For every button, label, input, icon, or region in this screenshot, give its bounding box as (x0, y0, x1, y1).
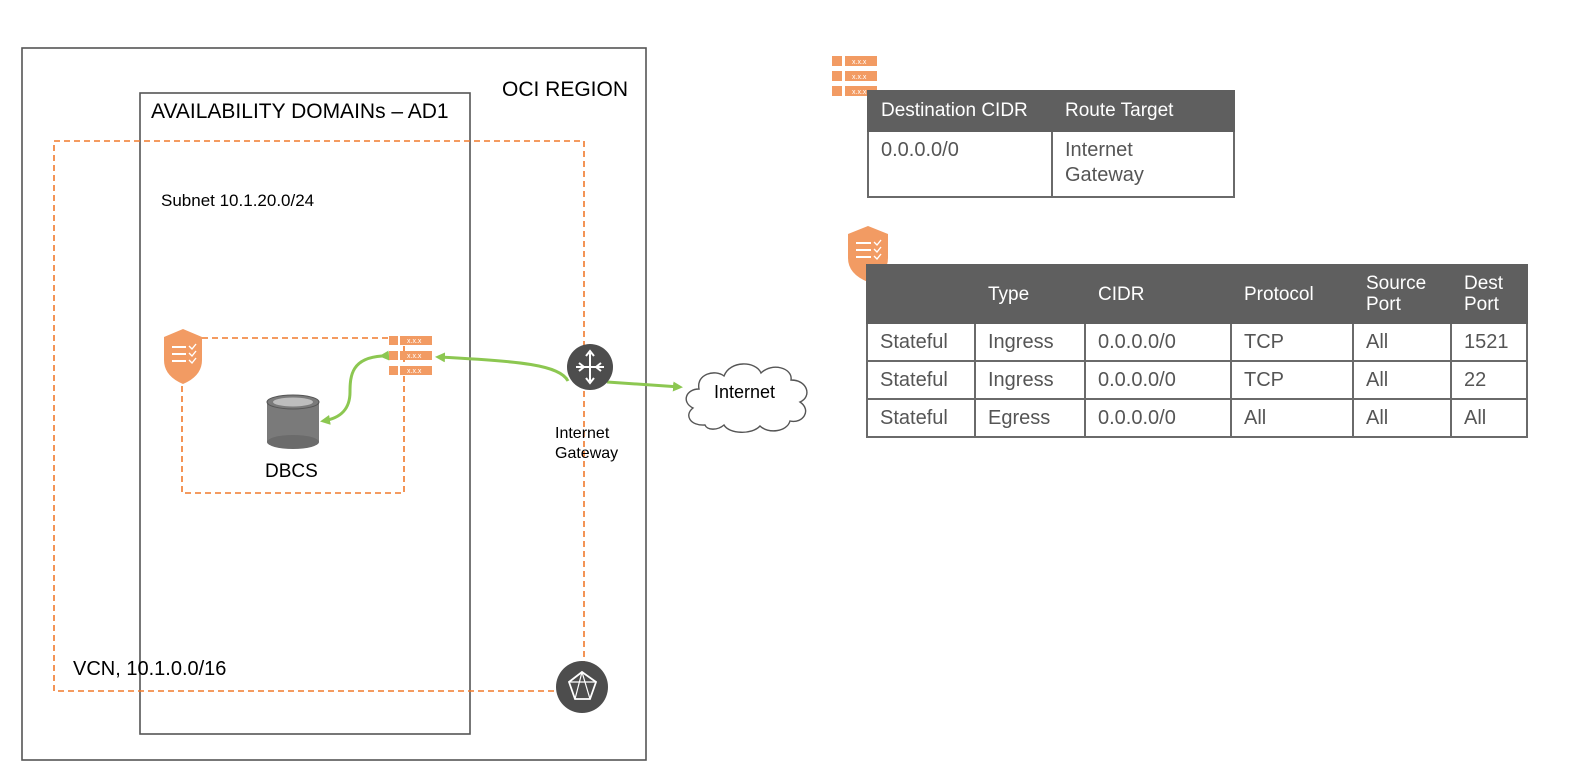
sec-cell-state: Stateful (866, 398, 976, 438)
route-target-line1: Internet (1065, 139, 1133, 161)
internet-gateway-label-line1: Internet (555, 425, 610, 442)
vcn-icon (556, 661, 608, 713)
availability-domain-box (139, 92, 471, 735)
sec-cell-protocol: TCP (1230, 360, 1354, 400)
vcn-label: VCN, 10.1.0.0/16 (73, 658, 226, 680)
route-table-header: Destination CIDR Route Target (867, 90, 1235, 132)
gateway-route-arrow (435, 352, 570, 382)
sec-cell-source-port: All (1352, 322, 1452, 362)
sec-cell-source-port: All (1352, 360, 1452, 400)
cloud-icon (685, 363, 808, 433)
sec-cell-type: Ingress (974, 322, 1086, 362)
sec-header-source-port: Source Port (1352, 264, 1452, 324)
sec-cell-cidr: 0.0.0.0/0 (1084, 360, 1232, 400)
db-route-arrow (320, 350, 390, 425)
route-target-cell: Internet Gateway (1051, 130, 1235, 198)
oci-region-box (21, 47, 647, 761)
route-table-icon: x.x.x x.x.x x.x.x (832, 56, 877, 96)
sec-cell-protocol: All (1230, 398, 1354, 438)
vcn-box (53, 140, 585, 692)
sec-cell-dest-port: 1521 (1450, 322, 1528, 362)
svg-text:x.x.x: x.x.x (852, 59, 867, 66)
sec-cell-cidr: 0.0.0.0/0 (1084, 398, 1232, 438)
sec-cell-type: Egress (974, 398, 1086, 438)
route-target-line2: Gateway (1065, 164, 1144, 186)
internet-gateway-icon (567, 344, 613, 390)
svg-text:x.x.x: x.x.x (407, 338, 422, 345)
internet-label: Internet (714, 382, 775, 402)
database-icon (266, 394, 320, 449)
gateway-internet-arrow (606, 380, 683, 392)
security-list-table: Type CIDR Protocol Source Port Dest Port… (866, 264, 1528, 438)
sec-cell-source-port: All (1352, 398, 1452, 438)
sec-header-source-line2: Port (1366, 294, 1401, 315)
security-list-icon (164, 329, 202, 384)
route-table: Destination CIDR Route Target 0.0.0.0/0 … (867, 90, 1235, 198)
route-header-destination: Destination CIDR (867, 90, 1053, 132)
svg-text:x.x.x: x.x.x (852, 74, 867, 81)
svg-text:x.x.x: x.x.x (407, 368, 422, 375)
sec-header-source-line1: Source (1366, 273, 1427, 294)
route-destination-cell: 0.0.0.0/0 (867, 130, 1053, 198)
internet-gateway-label-line2: Gateway (555, 445, 618, 462)
sec-cell-cidr: 0.0.0.0/0 (1084, 322, 1232, 362)
region-label: OCI REGION (502, 78, 628, 101)
sec-header-cidr: CIDR (1084, 264, 1232, 324)
svg-text:x.x.x: x.x.x (852, 89, 867, 96)
sec-cell-state: Stateful (866, 360, 976, 400)
sec-header-type: Type (974, 264, 1086, 324)
route-table-icon-subnet: x.x.x x.x.x x.x.x (389, 336, 432, 375)
subnet-box (181, 337, 405, 494)
dbcs-label: DBCS (265, 461, 318, 482)
table-row: Stateful Ingress 0.0.0.0/0 TCP All 1521 (866, 322, 1528, 362)
route-header-target: Route Target (1051, 90, 1235, 132)
table-row: Stateful Egress 0.0.0.0/0 All All All (866, 398, 1528, 438)
table-row: 0.0.0.0/0 Internet Gateway (867, 130, 1235, 198)
security-table-header: Type CIDR Protocol Source Port Dest Port (866, 264, 1528, 324)
sec-header-state (866, 264, 976, 324)
sec-cell-state: Stateful (866, 322, 976, 362)
availability-domain-label: AVAILABILITY DOMAINs – AD1 (151, 100, 449, 123)
svg-text:x.x.x: x.x.x (407, 353, 422, 360)
sec-header-protocol: Protocol (1230, 264, 1354, 324)
sec-header-dest-port: Dest Port (1450, 264, 1528, 324)
subnet-label: Subnet 10.1.20.0/24 (161, 191, 314, 210)
sec-cell-dest-port: All (1450, 398, 1528, 438)
sec-cell-type: Ingress (974, 360, 1086, 400)
table-row: Stateful Ingress 0.0.0.0/0 TCP All 22 (866, 360, 1528, 400)
sec-cell-dest-port: 22 (1450, 360, 1528, 400)
sec-header-dest-line2: Port (1464, 294, 1499, 315)
sec-header-dest-line1: Dest (1464, 273, 1504, 294)
sec-cell-protocol: TCP (1230, 322, 1354, 362)
